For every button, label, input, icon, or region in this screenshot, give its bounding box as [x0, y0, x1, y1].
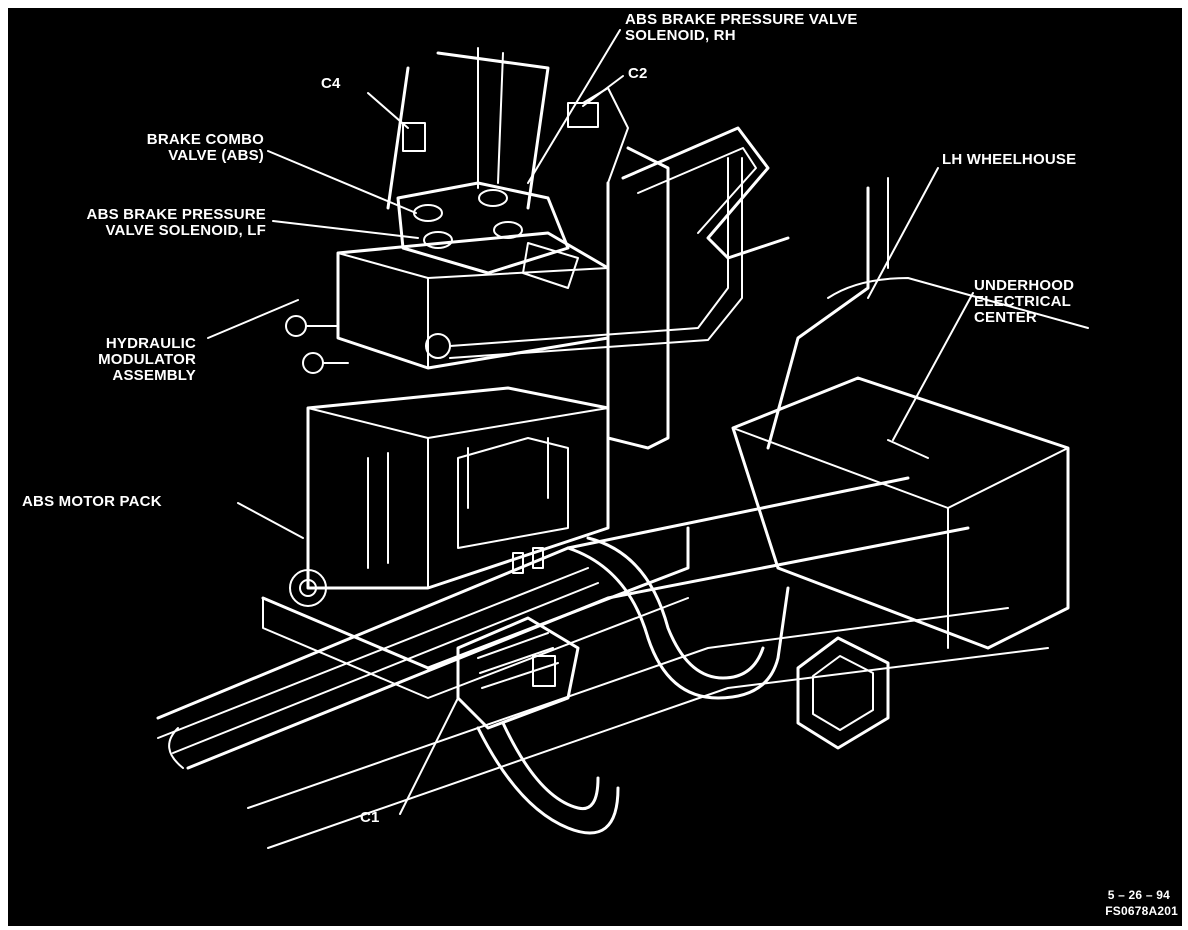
- label-underhood-center: UNDERHOOD ELECTRICAL CENTER: [974, 277, 1075, 326]
- leader-underhood-center: [892, 292, 974, 441]
- grommet-shape: [796, 636, 890, 750]
- motor-pack-shape: [261, 386, 690, 699]
- abs-component-illustration: [156, 29, 1089, 849]
- label-lh-wheelhouse: LH WHEELHOUSE: [942, 151, 1077, 168]
- leader-c2: [582, 75, 624, 107]
- label-hydraulic-modulator: HYDRAULIC MODULATOR ASSEMBLY: [98, 335, 196, 384]
- frame-rail: [156, 476, 1049, 849]
- leader-lines: [207, 29, 974, 815]
- leader-c4: [367, 92, 409, 129]
- leader-lf-solenoid: [272, 220, 419, 239]
- electrical-center-shape: [731, 376, 1070, 650]
- label-c2: C2: [628, 65, 648, 82]
- connector-c1-shape: [456, 536, 790, 835]
- leader-hydraulic-modulator: [207, 299, 299, 339]
- leader-c1: [399, 697, 459, 815]
- relay-block: [457, 437, 569, 574]
- label-lf-solenoid: ABS BRAKE PRESSURE VALVE SOLENOID, LF: [86, 206, 266, 239]
- leader-motor-pack: [237, 502, 304, 539]
- leader-lh-wheelhouse: [867, 167, 939, 299]
- valve-cluster-shape: [386, 47, 579, 289]
- diagram-frame: ABS BRAKE PRESSURE VALVE SOLENOID, RH C4…: [8, 8, 1182, 926]
- label-rh-solenoid: ABS BRAKE PRESSURE VALVE SOLENOID, RH: [625, 11, 858, 44]
- label-c1: C1: [360, 809, 380, 826]
- footer-date: 5 – 26 – 94: [1107, 888, 1170, 902]
- label-motor-pack: ABS MOTOR PACK: [22, 493, 162, 510]
- label-combo-valve: BRAKE COMBO VALVE (ABS): [146, 131, 264, 164]
- label-c4: C4: [321, 75, 341, 92]
- wheelhouse-shape: [766, 177, 1089, 450]
- modulator-shape: [285, 157, 743, 374]
- leader-rh-solenoid: [527, 29, 621, 184]
- leader-combo-valve: [267, 150, 417, 214]
- footer-figure-id: FS0678A201: [1105, 904, 1178, 918]
